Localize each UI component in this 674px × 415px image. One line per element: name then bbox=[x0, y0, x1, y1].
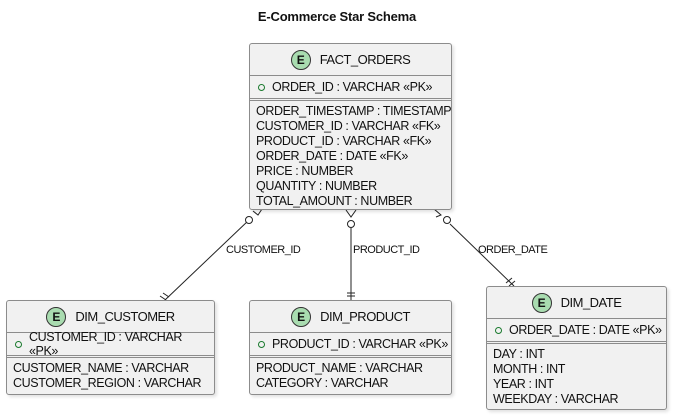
one-marker bbox=[159, 295, 167, 301]
entity-header: E DIM_DATE bbox=[487, 287, 666, 319]
attribute: PRODUCT_NAME : VARCHAR bbox=[256, 361, 423, 375]
primary-key: ORDER_ID : VARCHAR «PK» bbox=[272, 80, 433, 94]
relationship-label-date: ORDER_DATE bbox=[478, 244, 548, 256]
primary-key-row: CUSTOMER_ID : VARCHAR «PK» bbox=[7, 330, 214, 358]
entity-header: E FACT_ORDERS bbox=[250, 44, 451, 76]
entity-header: E DIM_PRODUCT bbox=[250, 301, 451, 333]
primary-key: ORDER_DATE : DATE «PK» bbox=[509, 323, 662, 337]
entity-header: E DIM_CUSTOMER bbox=[7, 301, 214, 333]
relationship-date: ORDER_DATE bbox=[433, 208, 548, 287]
attribute: TOTAL_AMOUNT : NUMBER bbox=[256, 194, 413, 208]
one-marker bbox=[162, 292, 170, 298]
attribute: MONTH : INT bbox=[493, 362, 565, 376]
diagram-title: E-Commerce Star Schema bbox=[257, 9, 417, 24]
relationship-customer: CUSTOMER_ID bbox=[159, 208, 301, 301]
entity-dim-customer[interactable]: E DIM_CUSTOMER CUSTOMER_ID : VARCHAR «PK… bbox=[6, 300, 215, 395]
zero-or-many-marker bbox=[245, 216, 253, 224]
primary-key: PRODUCT_ID : VARCHAR «PK» bbox=[272, 337, 448, 351]
attribute-list: ORDER_TIMESTAMP : TIMESTAMP CUSTOMER_ID … bbox=[250, 101, 452, 211]
entity-fact-orders[interactable]: E FACT_ORDERS ORDER_ID : VARCHAR «PK» OR… bbox=[249, 43, 452, 210]
primary-key-row: ORDER_ID : VARCHAR «PK» bbox=[250, 76, 451, 101]
primary-key-row: ORDER_DATE : DATE «PK» bbox=[487, 319, 666, 344]
primary-key-row: PRODUCT_ID : VARCHAR «PK» bbox=[250, 333, 451, 358]
relationship-line-date bbox=[449, 223, 515, 287]
primary-key: CUSTOMER_ID : VARCHAR «PK» bbox=[29, 330, 182, 358]
attribute-list: PRODUCT_NAME : VARCHAR CATEGORY : VARCHA… bbox=[250, 358, 451, 393]
attribute: CUSTOMER_NAME : VARCHAR bbox=[13, 361, 189, 375]
entity-icon: E bbox=[46, 306, 67, 327]
key-icon bbox=[15, 340, 22, 348]
relationship-line-customer bbox=[164, 219, 250, 301]
attribute: PRODUCT_ID : VARCHAR «FK» bbox=[256, 134, 432, 148]
crow-foot-marker bbox=[345, 209, 357, 218]
entity-name: DIM_CUSTOMER bbox=[75, 309, 175, 324]
crow-foot-marker bbox=[433, 208, 442, 218]
attribute: WEEKDAY : VARCHAR bbox=[493, 392, 619, 406]
entity-name: FACT_ORDERS bbox=[319, 52, 411, 67]
attribute: ORDER_DATE : DATE «FK» bbox=[256, 149, 408, 163]
attribute: CUSTOMER_ID : VARCHAR «FK» bbox=[256, 119, 441, 133]
attribute: QUANTITY : NUMBER bbox=[256, 179, 377, 193]
zero-or-many-marker bbox=[347, 220, 355, 228]
key-icon bbox=[258, 83, 265, 91]
attribute: CATEGORY : VARCHAR bbox=[256, 376, 389, 390]
attribute: YEAR : INT bbox=[493, 377, 554, 391]
entity-icon: E bbox=[291, 306, 312, 327]
entity-name: DIM_PRODUCT bbox=[320, 309, 410, 324]
attribute-list: DAY : INT MONTH : INT YEAR : INT WEEKDAY… bbox=[487, 344, 666, 409]
attribute: DAY : INT bbox=[493, 347, 545, 361]
relationship-label-customer: CUSTOMER_ID bbox=[226, 244, 301, 256]
entity-dim-product[interactable]: E DIM_PRODUCT PRODUCT_ID : VARCHAR «PK» … bbox=[249, 300, 452, 395]
entity-name: DIM_DATE bbox=[560, 295, 622, 310]
attribute: CUSTOMER_REGION : VARCHAR bbox=[13, 376, 202, 390]
entity-icon: E bbox=[290, 49, 311, 70]
attribute-list: CUSTOMER_NAME : VARCHAR CUSTOMER_REGION … bbox=[7, 358, 214, 393]
one-marker bbox=[508, 280, 516, 287]
key-icon bbox=[495, 326, 502, 334]
relationship-product: PRODUCT_ID bbox=[345, 209, 421, 300]
key-icon bbox=[258, 340, 265, 348]
entity-icon: E bbox=[531, 292, 552, 313]
zero-or-many-marker bbox=[443, 216, 451, 224]
attribute: ORDER_TIMESTAMP : TIMESTAMP bbox=[256, 104, 452, 118]
entity-dim-date[interactable]: E DIM_DATE ORDER_DATE : DATE «PK» DAY : … bbox=[486, 286, 667, 410]
one-marker bbox=[505, 277, 513, 284]
attribute: PRICE : NUMBER bbox=[256, 164, 354, 178]
relationship-label-product: PRODUCT_ID bbox=[353, 244, 420, 256]
crow-foot-marker bbox=[252, 208, 263, 216]
